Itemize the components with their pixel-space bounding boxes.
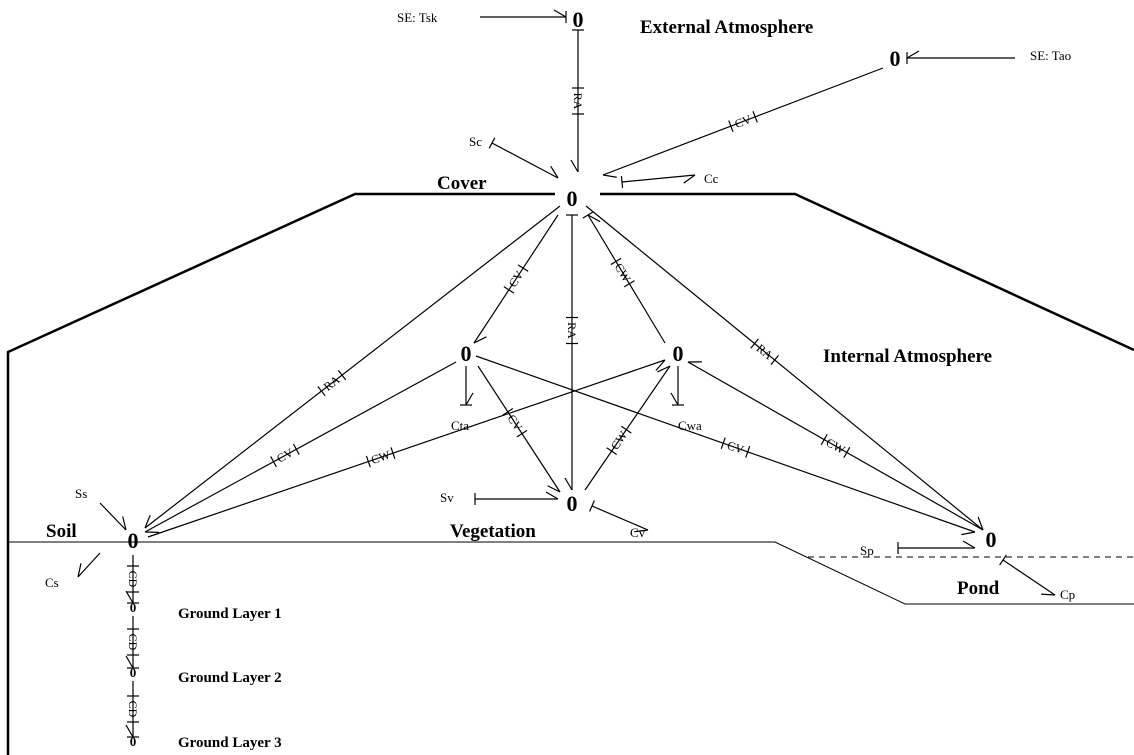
- region-label-vegetation: Vegetation: [450, 521, 536, 542]
- bond-se-tao: [906, 50, 1015, 64]
- element-label-ra: RA: [565, 322, 579, 339]
- element-label-cd: CD: [126, 571, 140, 588]
- element-label-cd: CD: [126, 701, 140, 718]
- source-label-ss: Ss: [75, 486, 87, 501]
- bond-ext-cover-ra: RA: [570, 29, 585, 173]
- bond-cover-soil-ra: RA: [144, 205, 561, 529]
- source-label-se-tsk: SE: Tsk: [397, 10, 438, 25]
- element-label-cw: CW: [369, 447, 392, 467]
- bond-cc: [620, 174, 696, 189]
- element-label-cv: CV: [725, 438, 746, 457]
- region-label-ground-layer-1: Ground Layer 1: [178, 606, 282, 622]
- junction-ground-3: 0: [130, 734, 137, 749]
- junction-vegetation: 0: [567, 491, 578, 516]
- bond-g1-g2-cd: CD: [125, 616, 140, 669]
- bond-intleft-veg-cv: CV: [477, 365, 561, 493]
- source-label-se-tao: SE: Tao: [1030, 48, 1071, 63]
- junction-internal-right: 0: [673, 341, 684, 366]
- bond-cover-intleft-cv: CV: [473, 214, 559, 344]
- region-label-pond: Pond: [957, 578, 1000, 599]
- capacitor-label-cta: Cta: [451, 418, 469, 433]
- bond-g2-g3-cd: CD: [125, 681, 140, 738]
- element-label-cd: CD: [126, 634, 140, 651]
- bond-cp: [999, 554, 1056, 596]
- bond-ss: [99, 502, 127, 531]
- region-label-internal-atmosphere: Internal Atmosphere: [823, 346, 992, 367]
- element-label-cv: CV: [506, 268, 527, 290]
- bond-intleft-pond-cv: CV: [475, 355, 976, 536]
- element-label-ra: RA: [321, 372, 343, 393]
- region-label-cover: Cover: [437, 173, 487, 194]
- source-label-sp: Sp: [860, 543, 874, 558]
- bond-sc: [488, 137, 559, 179]
- capacitor-label-cp: Cp: [1060, 587, 1075, 602]
- element-label-ra: RA: [754, 341, 776, 363]
- bond-sp: [897, 540, 976, 554]
- bond-soil-intright-cw: CW: [147, 359, 666, 538]
- source-label-sv: Sv: [440, 490, 454, 505]
- element-label-cw: CW: [612, 261, 634, 285]
- element-label-cw: CW: [824, 435, 848, 457]
- junction-external-tao: 0: [890, 46, 901, 71]
- bond-intleft-cta: [460, 366, 474, 406]
- capacitor-label-cv: Cv: [630, 525, 646, 540]
- junction-ground-2: 0: [130, 665, 137, 680]
- element-label-cw: CW: [608, 428, 631, 452]
- capacitor-label-cc: Cc: [704, 171, 719, 186]
- region-label-soil: Soil: [46, 521, 77, 542]
- bonds-layer: RA CV RA CV RA CW RA CV CV CV CW CW CW CD CD CD: [77, 9, 1056, 738]
- bond-se-tsk: [480, 9, 567, 23]
- bond-cover-pond-ra: RA: [585, 205, 984, 531]
- source-label-sc: Sc: [469, 134, 482, 149]
- element-label-cv: CV: [274, 445, 296, 465]
- junction-soil: 0: [128, 528, 139, 553]
- region-label-ground-layer-2: Ground Layer 2: [178, 670, 282, 686]
- bond-soil-g1-cd: CD: [125, 555, 140, 604]
- capacitor-label-cs: Cs: [45, 575, 59, 590]
- bond-veg-intright-cw: CW: [584, 365, 671, 491]
- bond-sv: [474, 491, 559, 505]
- bond-intright-cwa: [670, 366, 684, 406]
- ground-surface: [8, 541, 1134, 605]
- region-label-ground-layer-3: Ground Layer 3: [178, 735, 282, 751]
- junction-pond: 0: [986, 527, 997, 552]
- element-label-cv: CV: [733, 112, 754, 131]
- bond-intright-cover-cw: CW: [582, 211, 666, 344]
- bond-cv: [589, 500, 649, 533]
- junction-cover: 0: [567, 186, 578, 211]
- junction-ground-1: 0: [130, 600, 137, 615]
- junction-internal-left: 0: [461, 341, 472, 366]
- capacitor-label-cwa: Cwa: [678, 418, 702, 433]
- bond-tao-cover-cv: CV: [602, 67, 884, 178]
- element-label-cv: CV: [504, 412, 525, 434]
- bond-cover-veg-ra: RA: [564, 214, 579, 491]
- bond-cs: [77, 552, 101, 578]
- junction-external-tsk: 0: [573, 7, 584, 32]
- element-label-ra: RA: [571, 93, 585, 110]
- greenhouse-outline: [6, 192, 1134, 755]
- region-label-external-atmosphere: External Atmosphere: [640, 17, 813, 38]
